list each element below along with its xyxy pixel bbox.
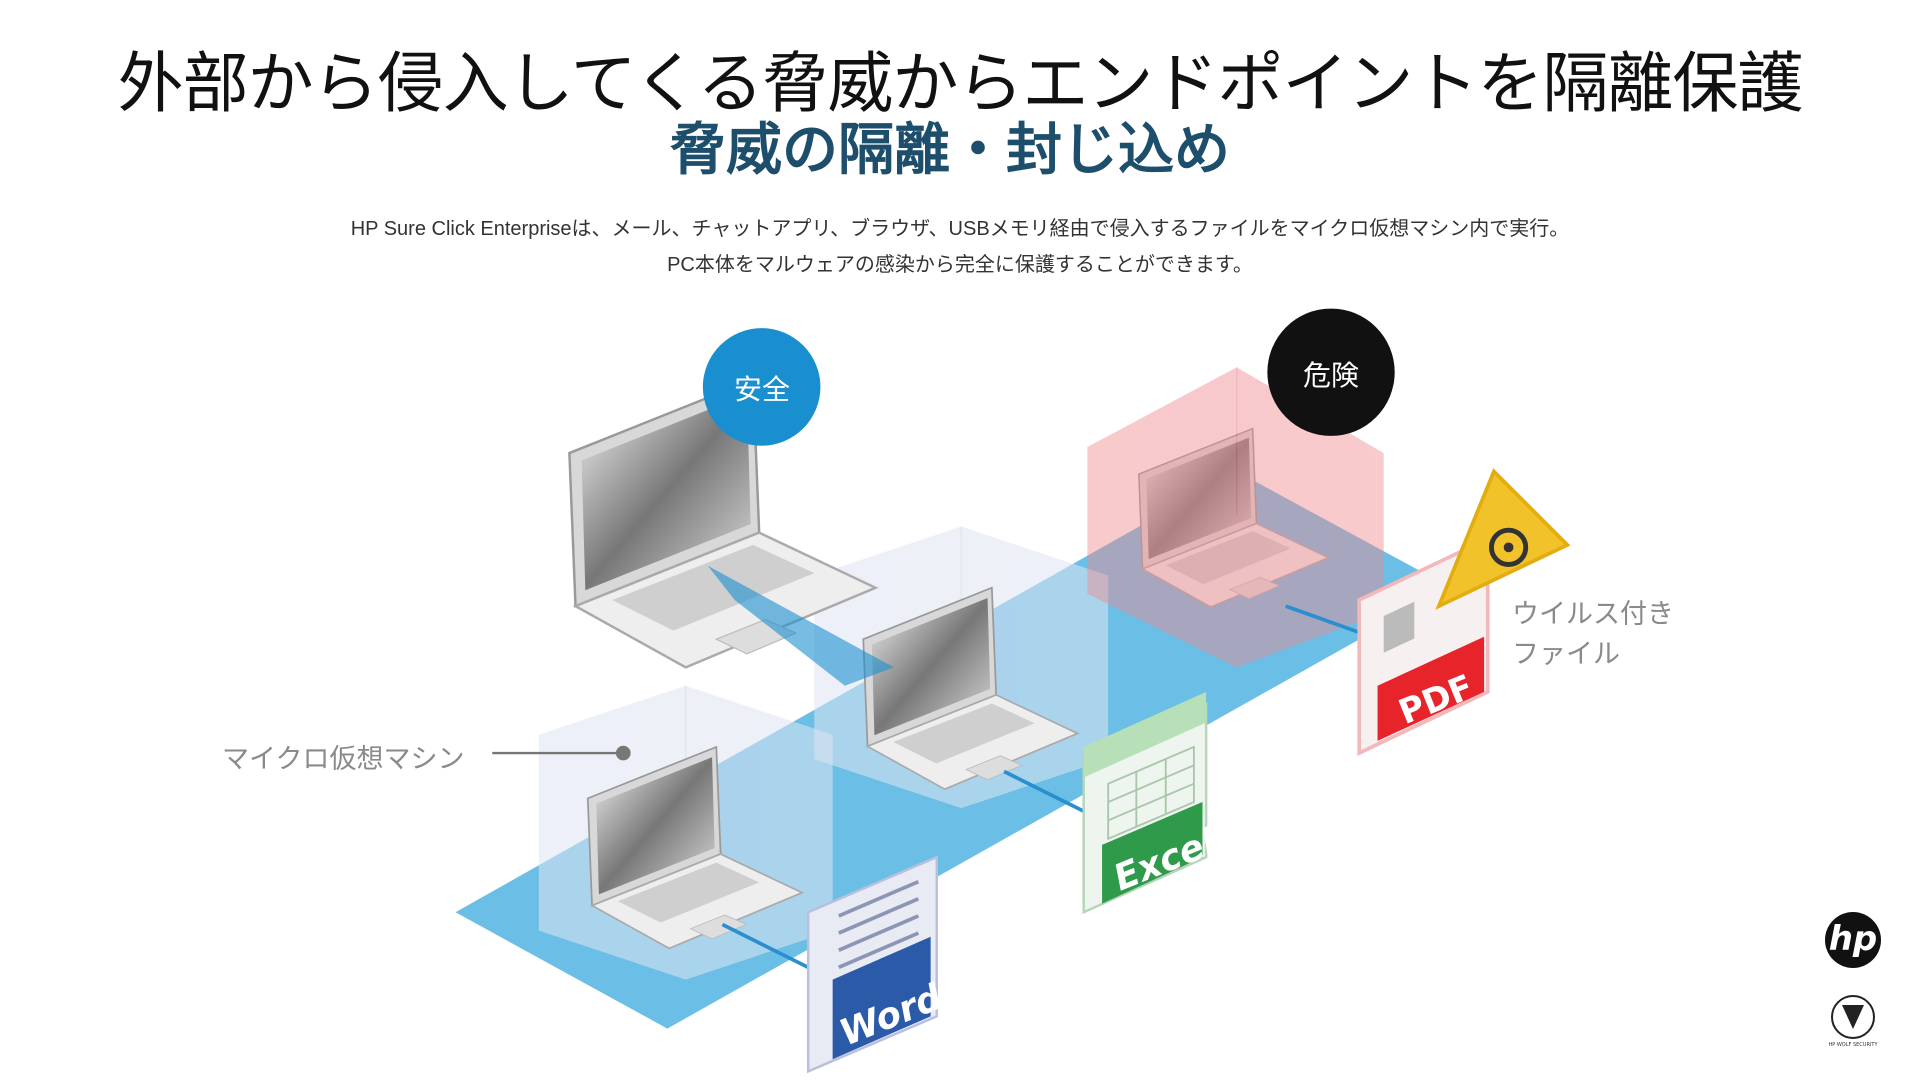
safe-label: 安全 [733,373,790,406]
wolf-icon [1831,995,1875,1039]
virus-label-line-1: ウイルス付き [1512,599,1674,630]
excel-file-icon [1082,691,1208,915]
biohazard-warning-icon [1435,468,1571,610]
page-subtitle: 脅威の隔離・封じ込め [670,118,1230,183]
description-line-2: PC本体をマルウェアの感染から完全に保護することができます。 [667,254,1253,276]
vm-pointer-dot [615,745,631,761]
description-line-1: HP Sure Click Enterpriseは、メール、チャットアプリ、ブラ… [350,218,1570,240]
vm-box-danger [1087,367,1384,668]
wolf-security-text: HP WOLF SECURITY [1828,1042,1878,1048]
virus-label-line-2: ファイル [1512,639,1620,670]
page-title: 外部から侵入してくる脅威からエンドポイントを隔離保護 [117,45,1804,122]
safe-badge [702,328,821,446]
wolf-security-logo: HP WOLF SECURITY [1820,995,1886,1048]
hp-logo: hp [1825,912,1881,968]
danger-badge [1267,308,1395,436]
word-file-icon [806,855,938,1074]
danger-label: 危険 [1302,359,1359,392]
vm-label: マイクロ仮想マシン [222,744,465,775]
